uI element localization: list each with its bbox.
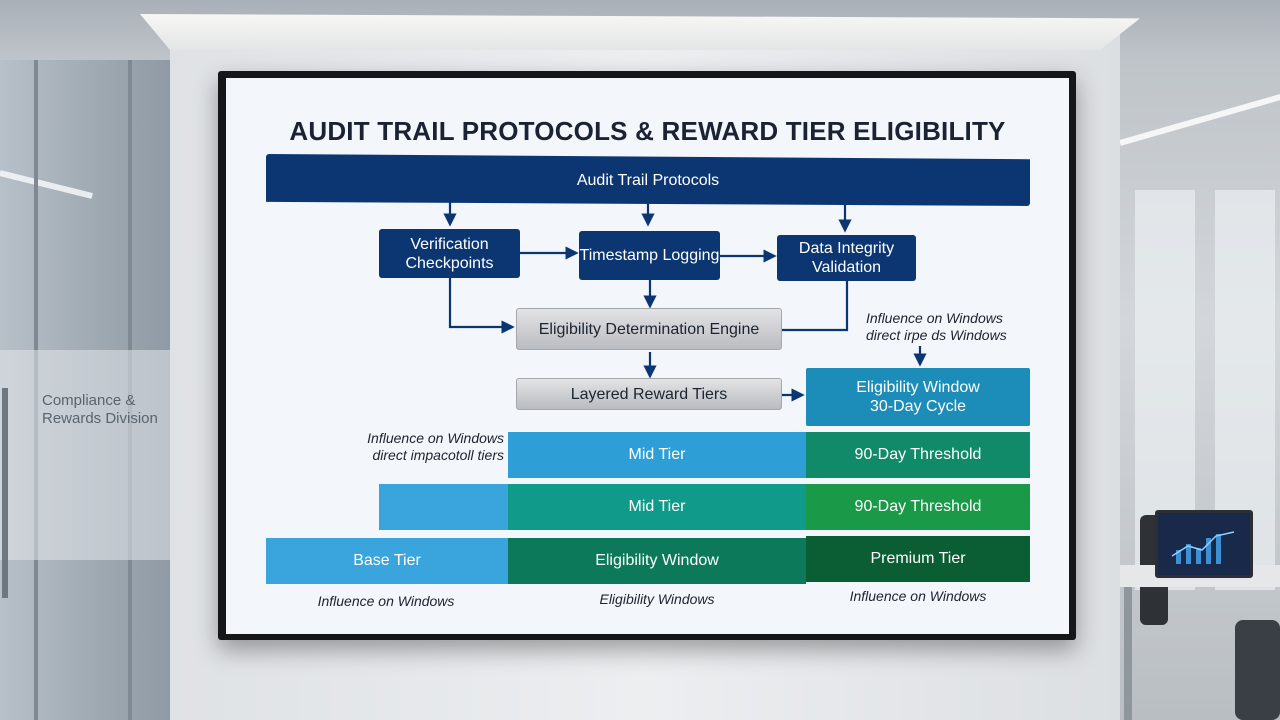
row1-90-day-threshold: 90-Day Threshold xyxy=(806,432,1030,478)
row3-eligibility-window: Eligibility Window xyxy=(508,538,806,584)
frosted-glass-band xyxy=(0,350,170,560)
row3-premium-tier: Premium Tier xyxy=(806,536,1030,582)
caption-middle: Eligibility Windows xyxy=(599,591,715,607)
caption-left: Influence on Windows xyxy=(317,593,455,609)
door-handle xyxy=(2,388,8,598)
desk-leg xyxy=(1124,587,1132,720)
caption-right: Influence on Windows xyxy=(849,588,987,604)
note-line: direct impacotoll tiers xyxy=(372,447,505,463)
window-box-line: 30-Day Cycle xyxy=(869,398,967,415)
note-influence-right: Influence on Windows direct irpe ds Wind… xyxy=(866,310,1036,344)
laptop xyxy=(1155,510,1253,578)
row1-mid-tier: Mid Tier xyxy=(508,432,806,478)
diagram-title: AUDIT TRAIL PROTOCOLS & REWARD TIER ELIG… xyxy=(289,116,1006,146)
eligibility-determination-engine: Eligibility Determination Engine xyxy=(516,308,782,350)
row2-left-block xyxy=(379,484,508,530)
step-data-integrity-validation: Data Integrity Validation xyxy=(777,235,916,281)
row2-90-day-threshold: 90-Day Threshold xyxy=(806,484,1030,530)
step-verification-checkpoints: Verification Checkpoints xyxy=(379,229,520,278)
note-line: Influence on Windows xyxy=(866,310,1003,326)
row3-base-tier: Base Tier xyxy=(266,538,508,584)
flow-arrows xyxy=(443,198,927,402)
note-line: direct irpe ds Windows xyxy=(866,327,1007,343)
note-line: Influence on Windows xyxy=(367,430,504,446)
audit-trail-protocols-bar: Audit Trail Protocols xyxy=(266,154,1030,206)
display-screen: AUDIT TRAIL PROTOCOLS & REWARD TIER ELIG… xyxy=(226,78,1069,634)
office-chair xyxy=(1235,620,1280,720)
laptop-chart-icon xyxy=(1171,531,1235,564)
layered-reward-tiers: Layered Reward Tiers xyxy=(516,378,782,410)
row2-mid-tier: Mid Tier xyxy=(508,484,806,530)
eligibility-window-30-day: Eligibility Window 30-Day Cycle xyxy=(806,368,1030,426)
window-box-line: Eligibility Window xyxy=(856,379,980,396)
step-timestamp-logging: Timestamp Logging xyxy=(579,231,720,280)
note-influence-left: Influence on Windows direct impacotoll t… xyxy=(334,430,504,464)
division-label: Compliance & Rewards Division xyxy=(42,392,158,427)
ceiling-light-panel xyxy=(140,14,1140,50)
